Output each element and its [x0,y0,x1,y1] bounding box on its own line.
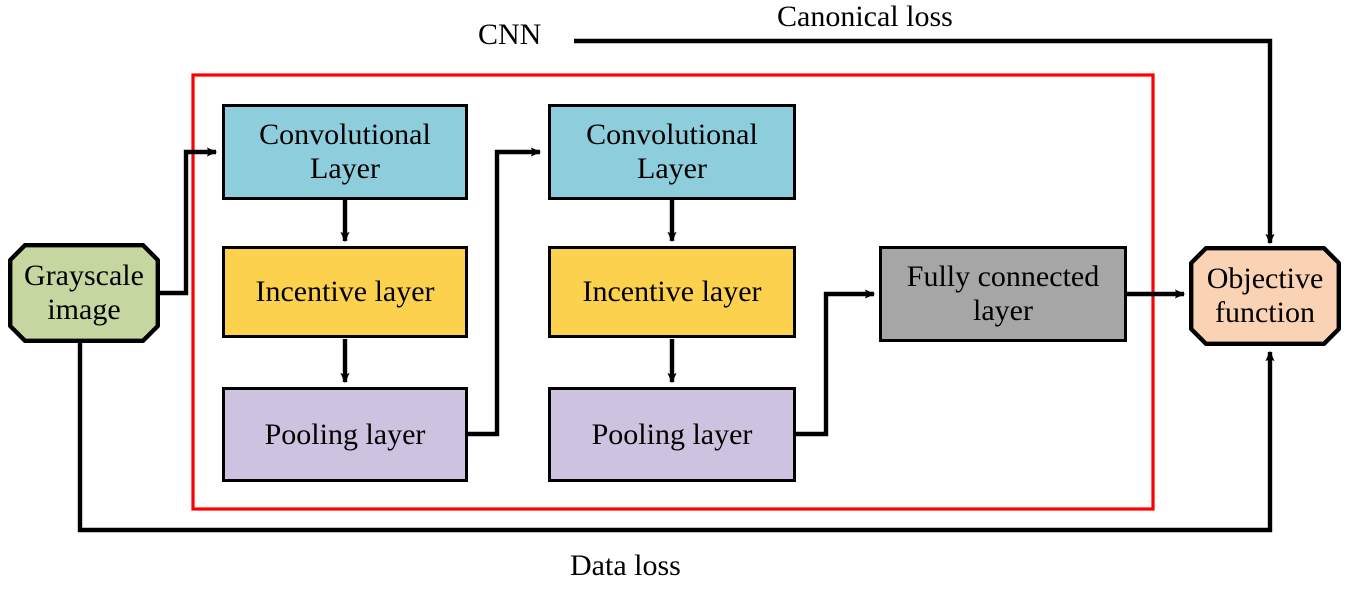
grayscale-image-line2: image [47,293,121,326]
edge-pooling1-to-conv2 [468,147,542,437]
edge-grayscale-to-conv1 [160,147,218,296]
node-grayscale-image[interactable]: Grayscale image [8,243,160,343]
cnn-label: CNN [478,18,542,51]
data-loss-label: Data loss [570,549,681,582]
convolutional-layer-2-line1: Convolutional [586,118,758,152]
convolutional-layer-1-line2: Layer [310,152,380,185]
incentive-layer-2-label: Incentive layer [582,275,762,309]
edge-canonical-loss [574,38,1275,245]
fully-connected-layer-line1: Fully connected [906,260,1100,294]
node-objective-function[interactable]: Objective function [1189,246,1341,346]
node-fully-connected-layer[interactable]: Fully connected layer [879,246,1127,342]
node-pooling-layer-2[interactable]: Pooling layer [548,387,796,482]
convolutional-layer-1-line1: Convolutional [259,118,431,152]
edge-data-loss [77,343,1275,533]
pooling-layer-2-label: Pooling layer [591,417,753,451]
node-convolutional-layer-2[interactable]: Convolutional Layer [548,104,796,200]
grayscale-image-line1: Grayscale [24,259,144,293]
incentive-layer-1-label: Incentive layer [255,275,435,309]
node-incentive-layer-2[interactable]: Incentive layer [548,246,796,338]
objective-function-line1: Objective [1206,262,1324,296]
node-pooling-layer-1[interactable]: Pooling layer [222,387,468,482]
node-convolutional-layer-1[interactable]: Convolutional Layer [222,104,468,200]
fully-connected-layer-line2: layer [973,294,1033,327]
objective-function-shape [1189,246,1341,346]
canonical-loss-label: Canonical loss [777,0,953,33]
edge-pooling2-to-fully-connected [796,289,876,437]
pooling-layer-1-label: Pooling layer [264,417,426,451]
node-incentive-layer-1[interactable]: Incentive layer [222,246,468,338]
grayscale-image-shape [8,243,160,343]
convolutional-layer-2-line2: Layer [637,152,707,185]
objective-function-line2: function [1215,296,1315,329]
